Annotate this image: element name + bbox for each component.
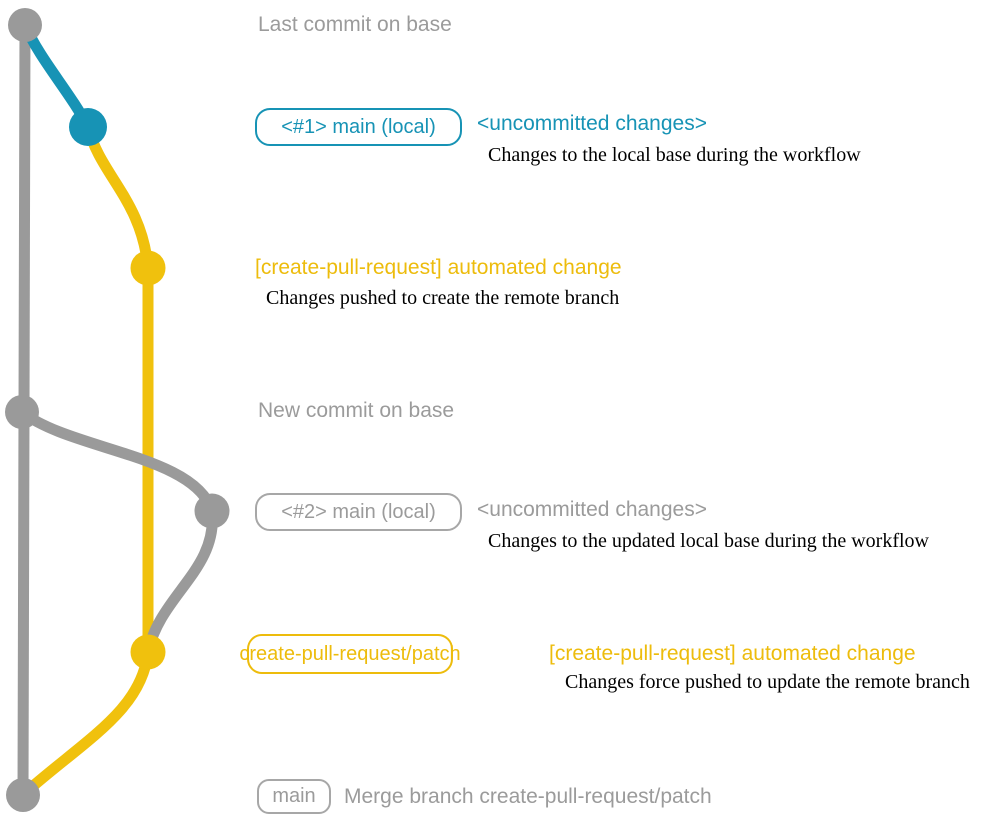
- status-uncommitted-changes-2: <uncommitted changes>: [477, 498, 707, 521]
- status-uncommitted-changes-1: <uncommitted changes>: [477, 112, 707, 135]
- commit-node-main1-local: [69, 108, 107, 146]
- description-local-base-changes: Changes to the local base during the wor…: [488, 144, 861, 166]
- commit-node-pr-create: [130, 250, 166, 286]
- commit-node-pr-update: [130, 634, 166, 670]
- git-graph: [5, 8, 230, 812]
- branch-label-pr-patch-text: create-pull-request/patch: [239, 642, 461, 665]
- branch-label-main2-local-text: <#2> main (local): [281, 500, 436, 523]
- edge-pr-branch-create: [82, 121, 154, 274]
- edge-main2-to-pr: [142, 505, 218, 658]
- edge-base-to-main2: [16, 406, 218, 517]
- branch-label-main-text: main: [272, 785, 316, 807]
- branch-label-main2-local: <#2> main (local): [255, 493, 462, 531]
- commit-message-merge-branch: Merge branch create-pull-request/patch: [344, 785, 712, 808]
- edge-pr-branch-merge: [19, 646, 154, 799]
- note-last-commit-on-base: Last commit on base: [258, 13, 452, 36]
- branch-label-pr-patch: create-pull-request/patch: [239, 634, 461, 674]
- description-force-pushed: Changes force pushed to update the remot…: [565, 671, 970, 693]
- commit-node-new-base: [5, 395, 39, 429]
- commit-node-merge: [6, 778, 40, 812]
- branch-label-main1-local-text: <#1> main (local): [281, 115, 436, 138]
- note-new-commit-on-base: New commit on base: [258, 399, 455, 422]
- description-changes-pushed: Changes pushed to create the remote bran…: [266, 287, 620, 309]
- branch-label-main: main: [257, 779, 331, 814]
- commit-message-automated-change-1: [create-pull-request] automated change: [255, 256, 622, 279]
- branch-label-main1-local: <#1> main (local): [255, 108, 462, 146]
- commit-message-automated-change-2: [create-pull-request] automated change: [549, 642, 916, 665]
- commit-node-last-base: [8, 8, 42, 42]
- commit-node-main2-local: [194, 493, 230, 529]
- description-updated-local-base-changes: Changes to the updated local base during…: [488, 530, 929, 552]
